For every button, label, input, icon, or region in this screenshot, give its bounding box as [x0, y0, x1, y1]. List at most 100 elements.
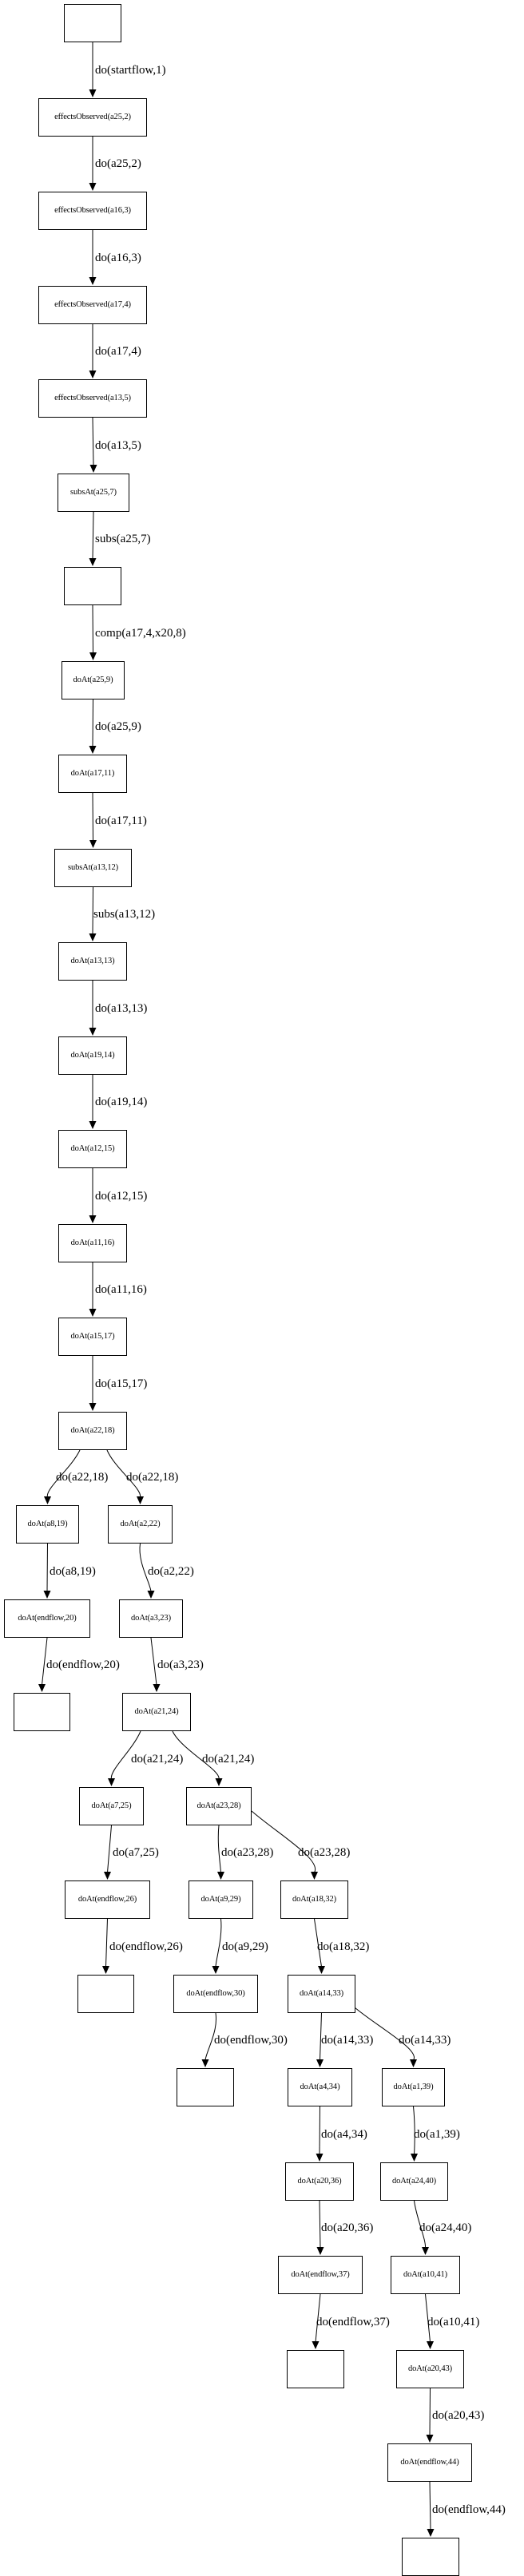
- edge-arrowhead: [427, 2529, 435, 2537]
- edge-label: subs(a13,12): [93, 908, 156, 921]
- edge-label: do(a16,3): [95, 252, 141, 264]
- edge-label: do(a21,24): [131, 1753, 184, 1766]
- graph-node-n5: effectsObserved(a13,5): [38, 379, 147, 418]
- edge-label: do(a21,24): [202, 1753, 255, 1766]
- edge-label: comp(a17,4,x20,8): [95, 627, 186, 640]
- edge-arrowhead: [89, 1028, 97, 1036]
- graph-edge: [315, 2293, 321, 2343]
- graph-node-n12: doAt(a19,14): [58, 1036, 127, 1075]
- graph-node-n21-empty: [14, 1693, 70, 1731]
- edge-arrowhead: [89, 933, 97, 941]
- edge-label: do(a8,19): [50, 1565, 96, 1578]
- edge-label: do(a12,15): [95, 1190, 148, 1203]
- edge-label: do(a14,33): [321, 2034, 374, 2047]
- graph-node-root-empty: [64, 4, 121, 42]
- graph-edge: [320, 2012, 322, 2061]
- edge-label: do(a18,32): [317, 1940, 370, 1953]
- graph-node-n30: doAt(a18,32): [280, 1880, 348, 1919]
- edge-arrowhead: [147, 1591, 155, 1599]
- graph-edge: [46, 1449, 81, 1498]
- edge-arrowhead: [311, 1872, 318, 1880]
- edge-arrowhead: [89, 89, 97, 97]
- edge-arrowhead: [312, 2341, 320, 2349]
- edge-label: do(a10,41): [427, 2316, 480, 2328]
- edge-label: do(a23,28): [298, 1846, 351, 1859]
- edge-arrowhead: [89, 746, 97, 754]
- edge-label: do(a23,28): [221, 1846, 274, 1859]
- graph-node-n11: doAt(a13,13): [58, 942, 127, 981]
- edge-arrowhead: [89, 840, 97, 848]
- edge-label: do(a2,22): [148, 1565, 194, 1578]
- edge-label: do(a25,2): [95, 157, 141, 170]
- edge-label: do(a13,5): [95, 439, 141, 452]
- edge-arrowhead: [201, 2059, 209, 2067]
- graph-node-n27-empty: [77, 1975, 134, 2013]
- edge-label: do(a4,34): [321, 2128, 367, 2141]
- graph-node-n32: doAt(a4,34): [288, 2068, 352, 2106]
- edge-arrowhead: [89, 558, 97, 566]
- edge-label: do(a24,40): [419, 2221, 472, 2234]
- graph-node-n39: doAt(a20,43): [396, 2350, 464, 2388]
- edge-arrowhead: [410, 2059, 417, 2067]
- edge-arrowhead: [318, 1966, 325, 1974]
- edge-arrowhead: [102, 1966, 109, 1974]
- graph-edge: [425, 2293, 431, 2343]
- graph-node-n34: doAt(a20,36): [285, 2162, 354, 2201]
- graph-node-n7-empty: [64, 567, 121, 605]
- edge-label: do(a7,25): [113, 1846, 159, 1859]
- graph-node-n38-empty: [287, 2350, 344, 2388]
- graph-edge: [107, 1825, 112, 1873]
- graph-edge: [150, 1637, 157, 1686]
- edge-arrowhead: [89, 465, 97, 473]
- edge-label: do(a17,11): [95, 814, 147, 827]
- edge-label: do(a22,18): [126, 1471, 179, 1484]
- graph-node-n18: doAt(a2,22): [108, 1505, 173, 1544]
- graph-edge: [414, 2200, 427, 2249]
- graph-node-n14: doAt(a11,16): [58, 1224, 127, 1262]
- edge-label: do(startflow,1): [95, 64, 166, 77]
- graph-edge: [217, 1825, 221, 1873]
- edge-arrowhead: [104, 1872, 111, 1880]
- graph-edge: [429, 2481, 431, 2530]
- edge-arrowhead: [43, 1591, 51, 1599]
- edge-arrowhead: [427, 2341, 434, 2349]
- graph-edge: [42, 1637, 48, 1686]
- graph-edge: [354, 2007, 415, 2061]
- graph-node-n23: doAt(a7,25): [79, 1787, 144, 1825]
- graph-edge: [172, 1730, 220, 1780]
- edge-arrowhead: [215, 1778, 223, 1786]
- edge-label: do(a17,4): [95, 345, 141, 358]
- edge-label: do(endflow,44): [432, 2503, 506, 2516]
- graph-edge: [251, 1810, 316, 1873]
- graph-node-n3: effectsObserved(a16,3): [38, 192, 147, 230]
- edge-arrowhead: [217, 1872, 224, 1880]
- graph-edge: [429, 2388, 431, 2436]
- graph-node-n10: subsAt(a13,12): [54, 849, 132, 887]
- graph-node-n2: effectsObserved(a25,2): [38, 98, 147, 137]
- graph-node-n8: doAt(a25,9): [62, 661, 125, 699]
- edge-arrowhead: [89, 183, 97, 191]
- graph-edge: [105, 1918, 108, 1968]
- edge-label: do(a25,9): [95, 720, 141, 733]
- graph-node-n13: doAt(a12,15): [58, 1130, 127, 1168]
- graph-node-n40: doAt(endflow,44): [387, 2443, 472, 2482]
- edge-arrowhead: [212, 1966, 220, 1974]
- graph-node-n31: doAt(a14,33): [288, 1975, 355, 2013]
- edge-label: do(a3,23): [157, 1659, 204, 1671]
- edge-arrowhead: [89, 277, 97, 285]
- edge-arrowhead: [89, 1403, 97, 1411]
- edge-arrowhead: [89, 1309, 97, 1317]
- edge-arrowhead: [422, 2247, 429, 2255]
- graph-edge: [46, 1543, 48, 1592]
- graph-node-n26: doAt(a9,29): [189, 1880, 253, 1919]
- graph-node-n36: doAt(endflow,37): [278, 2256, 363, 2294]
- edge-arrowhead: [316, 2247, 324, 2255]
- edge-label: do(a13,13): [95, 1002, 148, 1015]
- edge-arrowhead: [89, 1215, 97, 1223]
- edge-label: do(a14,33): [399, 2034, 451, 2047]
- graph-node-n35: doAt(a24,40): [380, 2162, 448, 2201]
- edge-arrowhead: [44, 1496, 51, 1504]
- graph-node-n25: doAt(endflow,26): [65, 1880, 150, 1919]
- graph-edge: [106, 1449, 141, 1498]
